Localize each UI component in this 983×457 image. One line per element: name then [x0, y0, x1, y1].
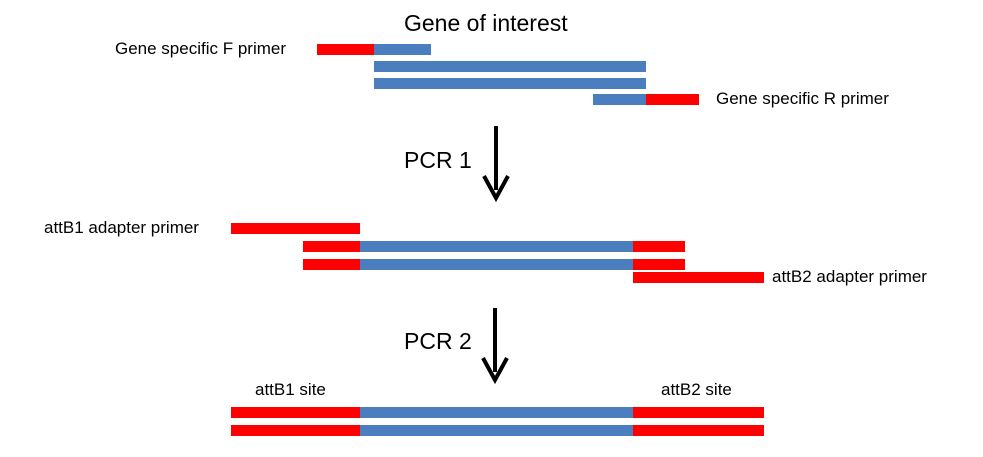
r-primer-tail: [646, 94, 699, 105]
arrow-down-icon: [482, 126, 510, 202]
final-gene-top: [360, 407, 633, 418]
gene-specific-f-primer-label: Gene specific F primer: [115, 39, 286, 58]
attb1-adapter-primer: [231, 223, 360, 234]
attb2-site-top: [633, 407, 764, 418]
attb2-site-label: attB2 site: [661, 380, 732, 399]
attb2-site-bottom: [633, 425, 764, 436]
f-primer-tail: [317, 44, 374, 55]
r-primer-gene-part: [593, 94, 646, 105]
pcr1-product-bottom-gene: [360, 259, 633, 270]
attb1-site-bottom: [231, 425, 360, 436]
diagram-title: Gene of interest: [404, 10, 568, 36]
pcr1-label: PCR 1: [404, 147, 472, 173]
pcr1-product-bottom-right-tail: [633, 259, 685, 270]
attb1-adapter-primer-label: attB1 adapter primer: [44, 218, 199, 237]
attb2-adapter-primer-label: attB2 adapter primer: [772, 267, 927, 286]
attb1-site-top: [231, 407, 360, 418]
pcr2-label: PCR 2: [404, 328, 472, 354]
pcr1-product-bottom-left-tail: [303, 259, 360, 270]
attb2-adapter-primer: [633, 272, 764, 283]
gene-specific-r-primer-label: Gene specific R primer: [716, 89, 889, 108]
pcr1-product-top-left-tail: [303, 241, 360, 252]
gene-strand-top: [374, 61, 646, 72]
gene-strand-bottom: [374, 78, 646, 89]
attb1-site-label: attB1 site: [255, 380, 326, 399]
pcr1-product-top-right-tail: [633, 241, 685, 252]
pcr1-product-top-gene: [360, 241, 633, 252]
f-primer-gene-part: [374, 44, 431, 55]
final-gene-bottom: [360, 425, 633, 436]
arrow-down-icon: [481, 308, 509, 384]
